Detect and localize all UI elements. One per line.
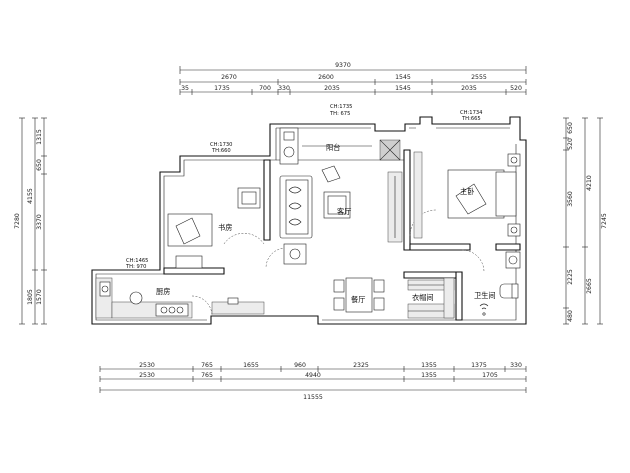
dim-bottom-row2-3: 1355 (421, 372, 437, 379)
left-dimensions: 7280 4155 1805 1315 650 3370 1570 (14, 117, 47, 325)
dining: 餐厅 (333, 277, 385, 313)
dim-top-row1-0: 2670 (221, 74, 237, 81)
dim-bottom-row1-7: 330 (510, 362, 522, 369)
dim-left-inner-0: 1315 (36, 129, 43, 145)
kitchen: 厨房 CH:1465 TH: 970 (95, 258, 265, 319)
dim-top-row1-2: 1545 (395, 74, 411, 81)
dim-top-row2-3: 330 (278, 85, 290, 92)
dim-bottom-total: 11555 (303, 394, 323, 401)
bedroom-wardrobe (413, 151, 423, 239)
dim-left-outer: 7280 (14, 213, 21, 229)
dim-bottom-row2-4: 1705 (482, 372, 498, 379)
balcony-th-label: TH: 675 (329, 111, 350, 117)
right-dimensions: 650 520 3560 2225 480 4210 2665 7245 (563, 117, 608, 325)
doors (191, 209, 485, 317)
dim-right-inner-3: 2225 (567, 269, 574, 285)
study: 书房 CH:1730 TH:660 (167, 142, 261, 269)
room-label-living: 客厅 (337, 207, 351, 216)
dim-bottom-row1-4: 2325 (353, 362, 369, 369)
dim-bottom-row1-2: 1655 (243, 362, 259, 369)
dim-top-row2-2: 700 (259, 85, 271, 92)
dim-right-inner-1: 520 (567, 138, 574, 150)
dining-table (345, 277, 373, 313)
balcony: 阳台 CH:1735 TH: 675 (279, 104, 401, 165)
room-label-kitchen: 厨房 (156, 287, 170, 296)
balcony-ch-label: CH:1735 (330, 104, 352, 110)
bedroom-th-label: TH:665 (461, 116, 481, 122)
bottom-dimensions: 2530 765 1655 960 2325 1355 1375 330 253… (99, 362, 527, 401)
dim-bottom-row1-0: 2530 (139, 362, 155, 369)
dim-bottom-row1-1: 765 (201, 362, 213, 369)
dim-bottom-row1-5: 1355 (421, 362, 437, 369)
coffee-table (323, 191, 351, 219)
dim-top-row2-0: 35 (181, 85, 189, 92)
dim-left-inner-3: 1570 (36, 289, 43, 305)
living-room: 客厅 (279, 165, 403, 265)
dim-right-middle-0: 4210 (586, 175, 593, 191)
room-label-closet: 衣帽间 (412, 293, 434, 302)
dim-bottom-row2-1: 765 (201, 372, 213, 379)
kitchen-th-label: TH: 970 (125, 264, 146, 270)
dim-right-inner-2: 3560 (567, 191, 574, 207)
bathroom: 卫生间 (474, 251, 521, 316)
dim-left-inner-2: 3370 (36, 214, 43, 230)
dim-top-row2-1: 1735 (214, 85, 230, 92)
dim-top-row1-1: 2600 (318, 74, 334, 81)
bedroom-ch-label: CH:1734 (460, 110, 483, 116)
dim-bottom-row2-0: 2530 (139, 372, 155, 379)
closet: 衣帽间 (407, 277, 455, 319)
dim-top-row1-3: 2555 (471, 74, 487, 81)
study-desk (237, 187, 261, 209)
room-label-study: 书房 (218, 223, 232, 232)
dim-top-row2-5: 1545 (395, 85, 411, 92)
dim-top-row2-6: 2035 (461, 85, 477, 92)
room-label-dining: 餐厅 (351, 295, 365, 304)
dim-bottom-row1-6: 1375 (471, 362, 487, 369)
dim-top-row2-7: 520 (510, 85, 522, 92)
room-label-master-bedroom: 主卧 (460, 187, 474, 196)
dim-left-inner-1: 650 (36, 159, 43, 171)
dim-right-inner-4: 480 (567, 310, 574, 322)
dim-left-middle-1: 1805 (27, 289, 34, 305)
lounge-chair (321, 165, 341, 183)
study-ch-label: CH:1730 (210, 142, 232, 148)
dim-right-inner-0: 650 (567, 122, 574, 134)
room-label-bathroom: 卫生间 (474, 291, 496, 300)
top-dimensions: 9370 2670 2600 1545 2555 35 1735 700 330… (179, 62, 527, 95)
dim-right-middle-1: 2665 (586, 278, 593, 294)
study-th-label: TH:660 (211, 148, 231, 154)
dim-top-row2-4: 2035 (324, 85, 340, 92)
kitchen-ch-label: CH:1465 (126, 258, 148, 264)
dim-right-outer: 7245 (601, 213, 608, 229)
room-label-balcony: 阳台 (326, 143, 340, 152)
dim-bottom-row1-3: 960 (294, 362, 306, 369)
dim-bottom-row2-2: 4940 (305, 372, 321, 379)
dim-top-total: 9370 (335, 62, 351, 69)
dim-left-middle-0: 4155 (27, 188, 34, 204)
master-bedroom: 主卧 CH:1734 TH:665 (413, 110, 521, 239)
